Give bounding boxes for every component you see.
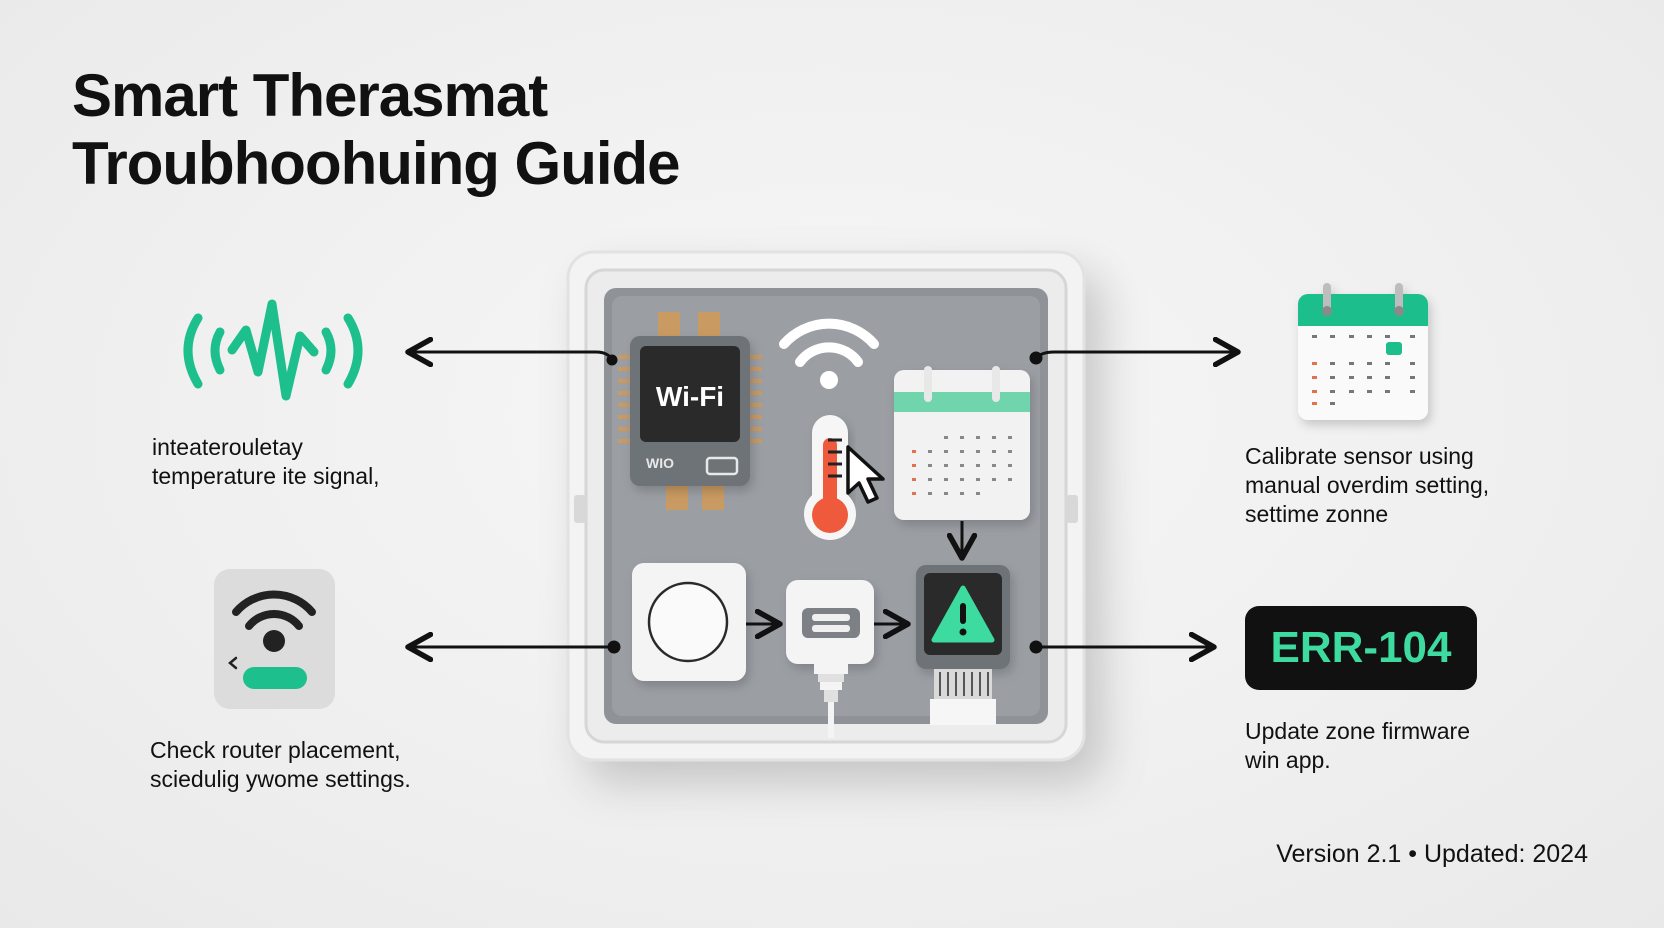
internal-arrows (746, 521, 962, 624)
caption-firmware-line-2: win app. (1245, 747, 1331, 773)
thermometer-icon (804, 415, 856, 540)
caption-firmware: Update zone firmware win app. (1245, 717, 1470, 775)
wifi-icon (779, 318, 879, 389)
caption-signal-line-1: inteaterouletay (152, 434, 303, 460)
error-code-badge: ERR-104 (1245, 606, 1477, 690)
caption-calibrate-line-2: manual overdim setting, (1245, 472, 1490, 498)
caption-router-line-1: Check router placement, (150, 737, 401, 763)
chip-sublabel: WIO (646, 455, 674, 471)
chip-label: Wi-Fi (656, 381, 724, 412)
caption-router: Check router placement, sciedulig ywome … (150, 736, 411, 794)
error-code-text: ERR-104 (1270, 623, 1452, 672)
page-title: Smart Therasmat Troubhoohuing Guide (72, 62, 681, 198)
title-line-2: Troubhoohuing Guide (72, 130, 681, 197)
cursor-icon (846, 445, 885, 504)
title-line-1: Smart Therasmat (72, 62, 548, 129)
caption-router-line-2: sciedulig ywome settings. (150, 766, 411, 792)
version-footer: Version 2.1 • Updated: 2024 (1276, 840, 1588, 868)
caption-calibrate-line-1: Calibrate sensor using (1245, 443, 1474, 469)
button-icon (632, 563, 746, 681)
device-calendar-icon (894, 366, 1030, 520)
caption-calibrate-line-3: settime zonne (1245, 501, 1389, 527)
connector-arrows (408, 352, 1238, 652)
wifi-router-icon (214, 569, 335, 709)
warning-icon (916, 565, 1010, 725)
caption-signal: inteaterouletay temperature ite signal, (152, 433, 380, 491)
wifi-chip-icon: Wi-Fi WIO (618, 312, 762, 510)
caption-firmware-line-1: Update zone firmware (1245, 718, 1470, 744)
signal-wave-icon (183, 299, 363, 401)
calendar-icon (1298, 283, 1428, 420)
caption-signal-line-2: temperature ite signal, (152, 463, 380, 489)
caption-calibrate: Calibrate sensor using manual overdim se… (1245, 442, 1489, 529)
plug-icon (786, 580, 874, 738)
